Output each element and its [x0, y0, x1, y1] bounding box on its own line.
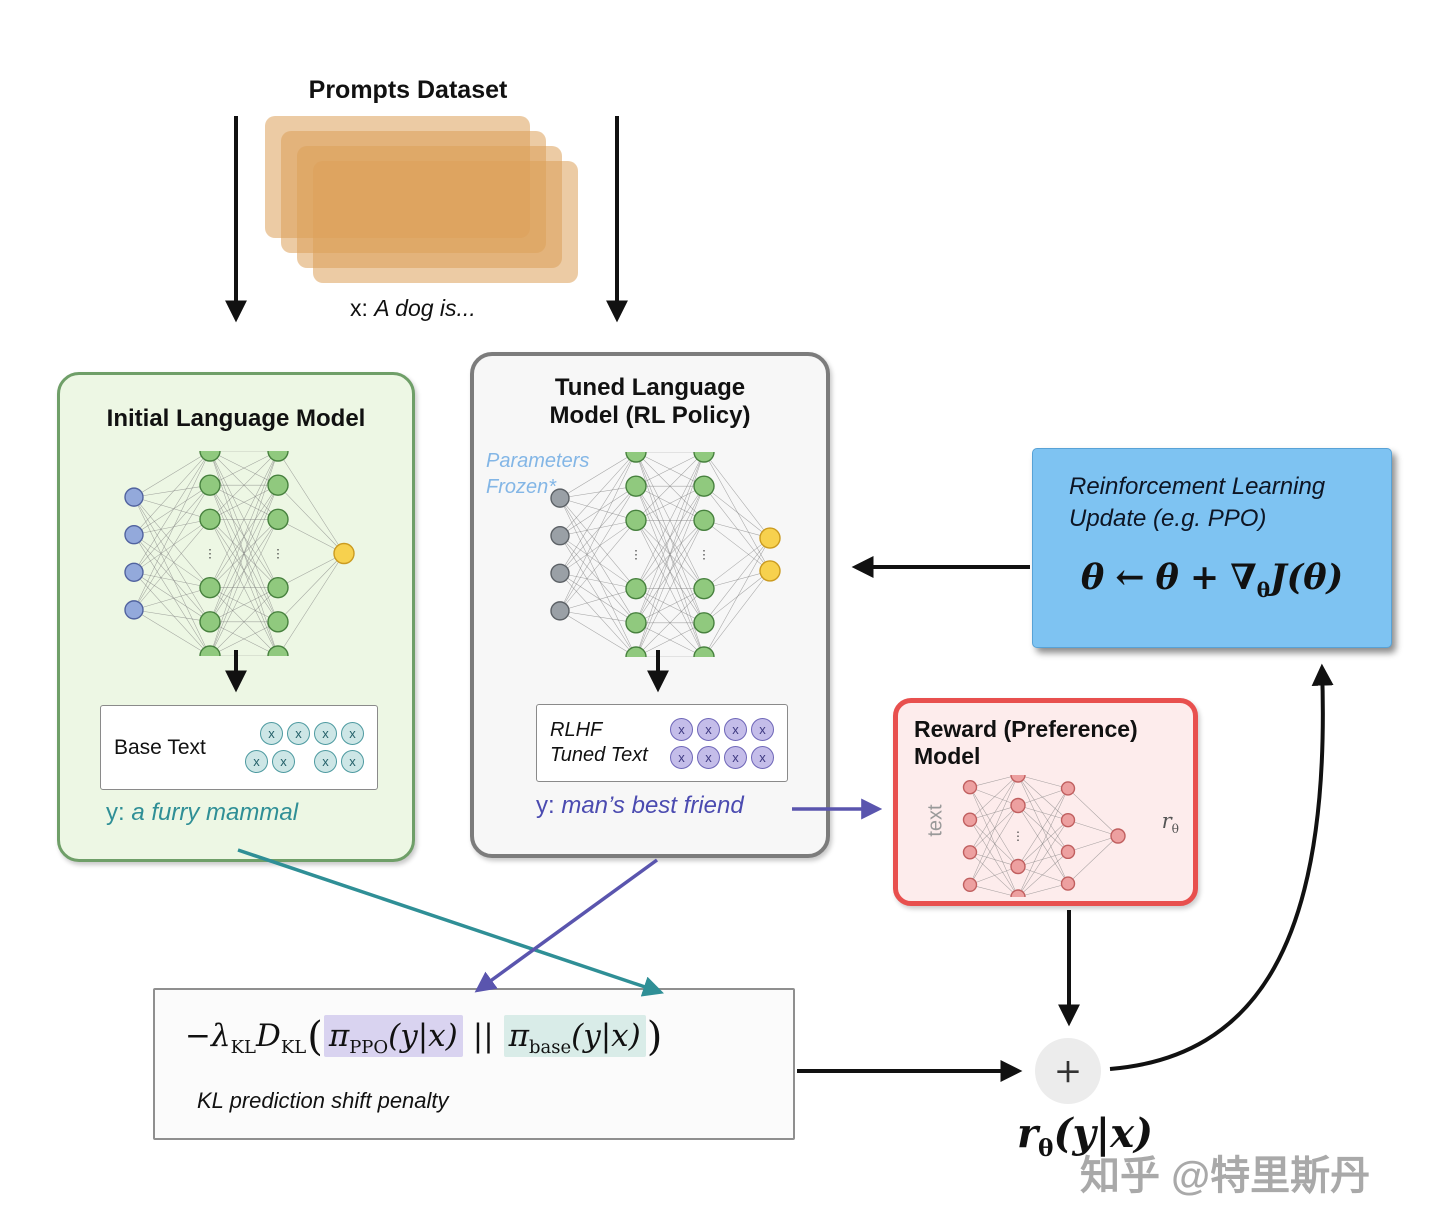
token-x: x: [341, 750, 364, 773]
token-x: x: [697, 717, 720, 741]
token-x: x: [341, 722, 364, 745]
tuned-output-text: y: man’s best friend: [536, 792, 744, 819]
arrow-tuned-to-kl: [474, 858, 659, 993]
token-x: x: [272, 750, 295, 773]
token-x: x: [314, 722, 337, 745]
reward-model-box: Reward (Preference)Model text ⋮ rθ: [893, 698, 1198, 906]
token-x: x: [670, 717, 693, 741]
kl-penalty-formula: −λKLDKL(πPPO(y|x)||πbase(y|x)): [185, 1014, 663, 1060]
rlhf-tuned-tokens: x x x x x x x x: [670, 717, 774, 769]
svg-text:⋮: ⋮: [204, 547, 216, 561]
token-x: x: [751, 745, 774, 769]
reward-model-title: Reward (Preference)Model: [914, 716, 1138, 770]
token-x: x: [697, 745, 720, 769]
reward-output-label: rθ: [1161, 809, 1179, 837]
base-text-label: Base Text: [114, 735, 206, 759]
base-output-text: y: a furry mammal: [106, 799, 299, 826]
pi-base-term: πbase(y|x): [503, 1015, 646, 1058]
initial-model-title: Initial Language Model: [106, 405, 366, 432]
prompt-example-text: x: A dog is...: [350, 295, 476, 321]
watermark: 知乎 @特里斯丹: [1080, 1154, 1371, 1198]
svg-text:⋮: ⋮: [1012, 829, 1024, 843]
kl-penalty-caption: KL prediction shift penalty: [197, 1088, 449, 1113]
initial-model-network-graphic: ⋮⋮: [124, 451, 355, 656]
token-x: x: [314, 750, 337, 773]
base-text-tokens: x x x x x x x x: [245, 722, 364, 773]
prompt-card: [313, 161, 578, 283]
reward-input-label: text: [924, 804, 947, 837]
initial-language-model-box: Initial Language Model ⋮⋮ Base Text x x …: [57, 372, 415, 862]
svg-text:⋮: ⋮: [698, 548, 710, 562]
token-x: x: [287, 722, 310, 745]
base-text-box: Base Text x x x x x x x x: [100, 705, 378, 790]
sum-node: +: [1035, 1038, 1101, 1104]
pi-ppo-term: πPPO(y|x): [323, 1015, 463, 1058]
reward-output-formula: rθ(y|x): [1016, 1110, 1154, 1162]
svg-text:⋮: ⋮: [630, 548, 642, 562]
token-x: x: [260, 722, 283, 745]
arrow-base-to-kl: [237, 848, 664, 997]
rl-update-formula: θ←θ+∇θJ(θ): [1080, 557, 1344, 602]
kl-penalty-box: −λKLDKL(πPPO(y|x)||πbase(y|x)) KL predic…: [153, 988, 795, 1140]
svg-text:⋮: ⋮: [272, 547, 284, 561]
reward-model-network-graphic: ⋮: [962, 775, 1126, 897]
parameters-frozen-note: Parameters Frozen*: [486, 450, 590, 498]
token-x: x: [751, 717, 774, 741]
token-x: x: [245, 750, 268, 773]
token-x: x: [670, 745, 693, 769]
tuned-model-network-graphic: ⋮⋮: [550, 452, 781, 657]
prompts-dataset-title: Prompts Dataset: [308, 76, 508, 104]
token-x: x: [724, 745, 747, 769]
prompts-card-stack: [265, 116, 580, 286]
token-x: x: [724, 717, 747, 741]
